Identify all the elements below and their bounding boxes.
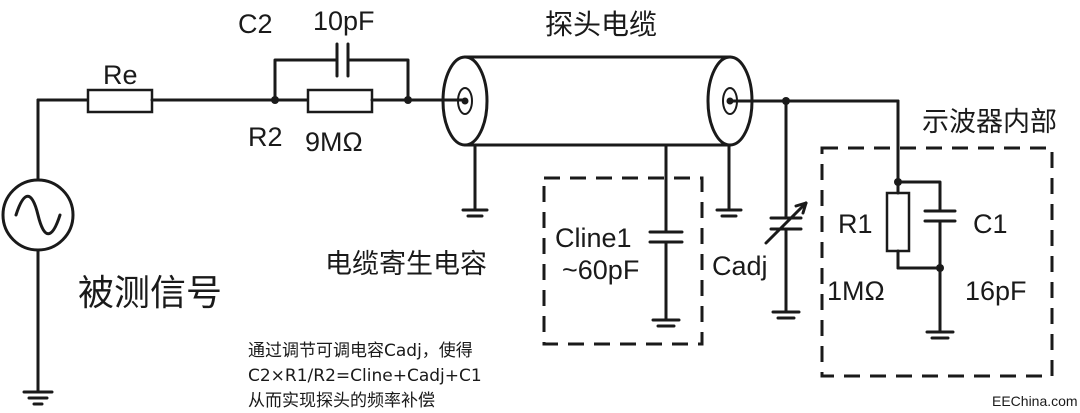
ground-symbol-cable-right	[715, 143, 743, 218]
label-r1-value: 1MΩ	[827, 276, 885, 306]
label-signal: 被测信号	[78, 273, 222, 314]
label-r1: R1	[838, 209, 873, 239]
r1-c1-network	[885, 99, 957, 340]
label-scope-internal: 示波器内部	[922, 107, 1057, 138]
ground-symbol-cable-left	[461, 143, 489, 218]
scope-internal-box	[820, 146, 1054, 378]
resistor-r2	[306, 88, 374, 114]
ground-symbol-source	[22, 390, 54, 406]
label-cable-parasitic: 电缆寄生电容	[325, 249, 487, 280]
label-cline: Cline1	[555, 223, 632, 253]
signal-source	[1, 98, 75, 394]
capacitor-cadj	[764, 99, 808, 320]
label-r2: R2	[248, 122, 283, 152]
resistor-re	[86, 88, 154, 114]
label-re: Re	[103, 60, 138, 90]
watermark: EEChina.com	[992, 393, 1078, 409]
label-c1: C1	[973, 209, 1008, 239]
cable-parasitic-box	[542, 176, 704, 346]
note-line-3: 从而实现探头的频率补偿	[248, 391, 435, 411]
coax-cable	[441, 55, 754, 147]
label-c1-value: 16pF	[965, 276, 1027, 306]
note-line-2: C2×R1/R2=Cline+Cadj+C1	[248, 366, 482, 386]
label-r2-value: 9MΩ	[305, 127, 363, 157]
note-line-1: 通过调节可调电容Cadj，使得	[248, 340, 473, 361]
r2-c2-network	[271, 42, 412, 114]
resistor-r1	[885, 191, 911, 253]
label-cable: 探头电缆	[545, 8, 657, 41]
label-cadj: Cadj	[712, 251, 768, 281]
label-c2: C2	[238, 9, 273, 39]
compensation-note: 通过调节可调电容Cadj，使得 C2×R1/R2=Cline+Cadj+C1 从…	[248, 340, 482, 411]
capacitor-cline1	[648, 143, 684, 328]
label-c2-value: 10pF	[313, 6, 375, 36]
label-cline-value: ~60pF	[562, 255, 639, 285]
